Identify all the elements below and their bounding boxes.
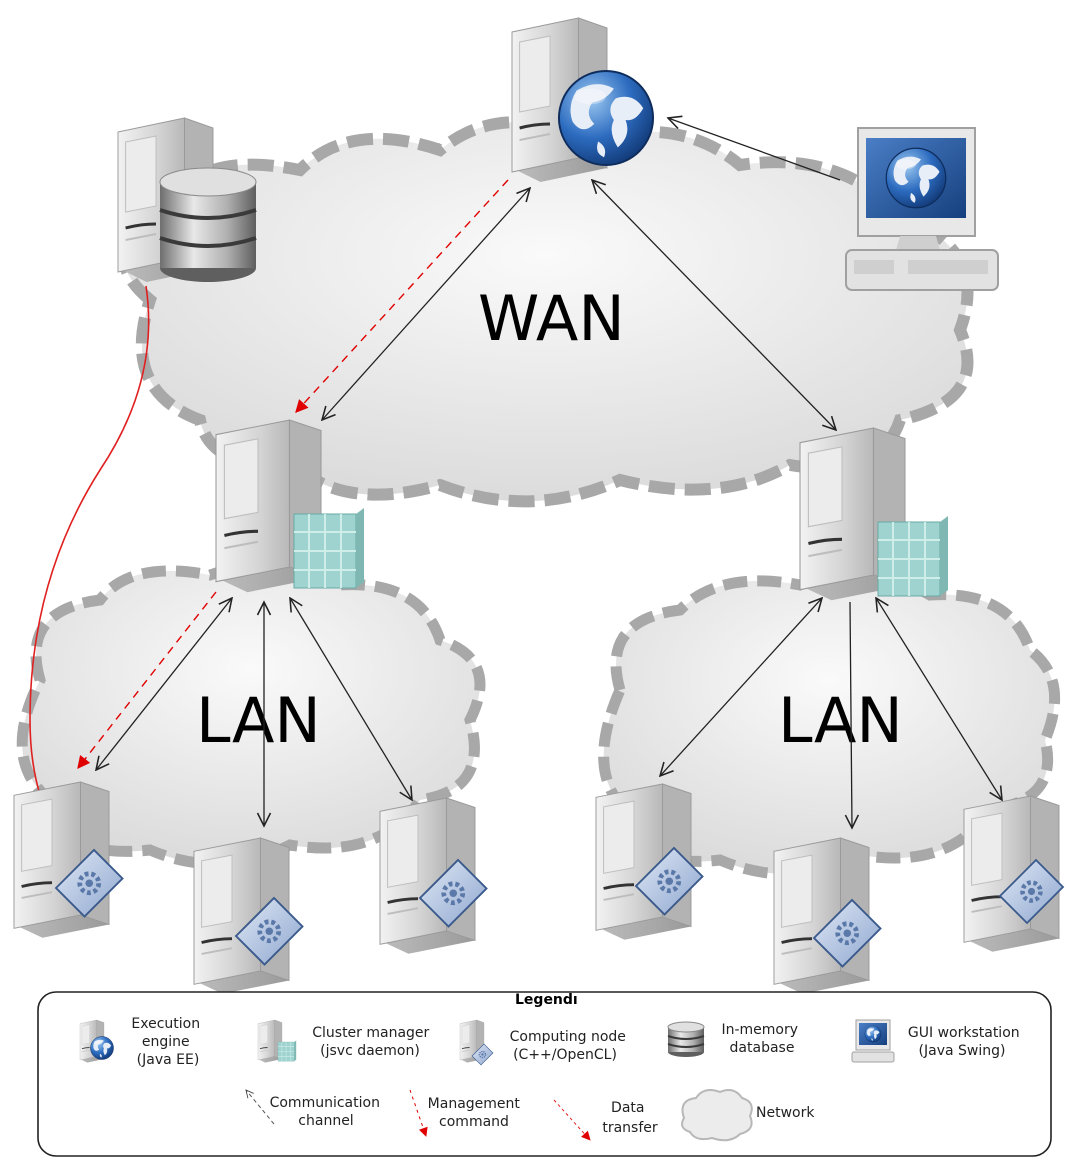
computing-node-left-2 — [192, 836, 303, 996]
lan-right-label: LAN — [778, 684, 903, 757]
computing-node-right-1 — [594, 782, 703, 942]
lan-right-link-1 — [660, 598, 822, 776]
database-icon — [159, 167, 257, 282]
legend-execution-engine-label: Execution engine (Java EE) — [131, 1016, 204, 1068]
computing-node-left-3 — [378, 796, 487, 956]
legend-title: Legendı — [515, 992, 578, 1008]
lan-left-link-3 — [290, 598, 412, 800]
lan-right-link-2 — [850, 601, 852, 828]
data-transfer-arrow-icon — [553, 1099, 591, 1141]
communication-channels — [96, 118, 1002, 828]
legend-database-label: In-memory database — [721, 1022, 802, 1056]
network-cloud-icon — [681, 1089, 753, 1142]
computing-node-left-1 — [12, 780, 123, 940]
management-commands — [77, 179, 509, 770]
management-arrow-icon — [409, 1089, 428, 1137]
legend-data-transfer-label: Data transfer — [602, 1100, 658, 1136]
lan-right-link-3 — [876, 598, 1002, 800]
database-icon — [667, 1021, 705, 1057]
lan-left-link-1 — [96, 598, 232, 770]
legend-management-label: Management command — [428, 1096, 525, 1130]
wan-link-left — [322, 188, 530, 420]
wan-link-right — [592, 180, 836, 430]
in-memory-database — [116, 116, 257, 284]
globe-icon — [557, 69, 655, 167]
gui-workstation — [845, 127, 999, 291]
gui-workstation-icon — [851, 1019, 895, 1063]
legend-computing-node-label: Computing node (C++/OpenCL) — [510, 1029, 631, 1063]
cluster-manager-right — [798, 426, 949, 602]
computing-node-right-3 — [962, 794, 1063, 954]
communication-arrow-icon — [246, 1090, 275, 1125]
wan-label: WAN — [478, 282, 625, 355]
legend-network-label: Network — [756, 1105, 815, 1121]
legend: Legendı Execution engin — [37, 991, 1052, 1157]
execution-engine — [510, 16, 655, 184]
legend-communication-label: Communication channel — [270, 1095, 385, 1129]
mgmt-wan-to-cluster — [295, 179, 509, 413]
legend-gui-workstation-label: GUI workstation (Java Swing) — [908, 1025, 1024, 1059]
computing-node-right-2 — [772, 836, 881, 996]
workstation-link — [668, 118, 841, 181]
mgmt-cluster-to-node — [77, 591, 217, 770]
legend-cluster-manager-label: Cluster manager (jsvc daemon) — [312, 1025, 434, 1059]
lan-left-label: LAN — [196, 684, 321, 757]
